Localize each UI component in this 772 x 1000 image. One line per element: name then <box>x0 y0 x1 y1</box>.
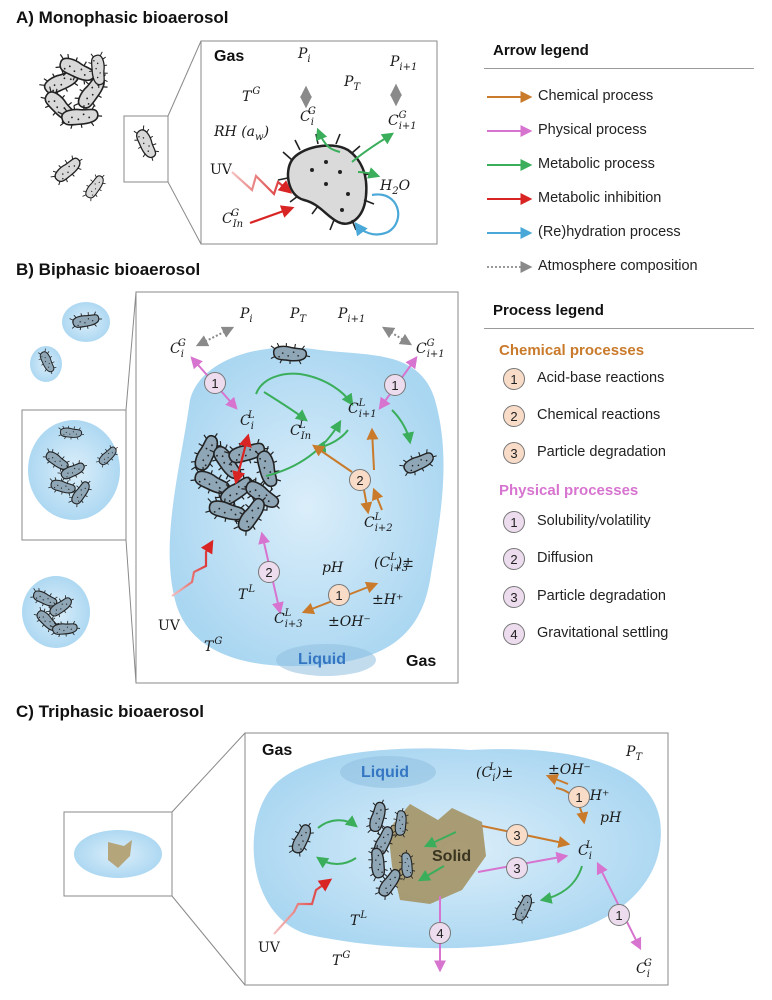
label-c-tl: TL <box>350 910 367 929</box>
chem-item-1: Acid-base reactions <box>537 370 665 386</box>
section-title-c: C) Triphasic bioaerosol <box>16 702 204 721</box>
label-b-tg: TG <box>204 636 223 655</box>
legend-metabolic-process: Metabolic process <box>538 156 655 172</box>
label-b-pi: Pi <box>240 306 253 325</box>
chem-badge-2: 2 <box>503 405 525 427</box>
panel-b <box>21 291 459 684</box>
label-c-tg: TG <box>332 950 351 969</box>
uv-label-b: UV <box>158 618 180 634</box>
badge-b-solubility-right: 1 <box>384 374 406 396</box>
phys-item-4: Gravitational settling <box>537 625 669 641</box>
label-c-cil: CiL <box>578 840 593 862</box>
phys-badge-1: 1 <box>503 511 525 533</box>
legend-chemical-process: Chemical process <box>538 88 654 104</box>
badge-c-solubility: 1 <box>608 904 630 926</box>
label-b-ci3l: Ci+3L <box>274 608 303 630</box>
chem-badge-3: 3 <box>503 442 525 464</box>
label-b-ci1l: Ci+1L <box>348 398 377 420</box>
phase-gas-b: Gas <box>406 653 437 670</box>
uv-label-a: UV <box>210 162 232 178</box>
phys-badge-2: 2 <box>503 548 525 570</box>
label-b-tl: TL <box>238 584 255 603</box>
label-a-h2o: H2O <box>380 178 411 197</box>
label-a-rh: RH (aw) <box>214 124 270 143</box>
badge-c-particle-degradation-phys: 3 <box>506 857 528 879</box>
badge-c-acid-base: 1 <box>568 786 590 808</box>
label-b-hplus: ±H⁺ <box>372 592 404 608</box>
badge-b-chemical-reactions: 2 <box>349 469 371 491</box>
badge-b-diffusion: 2 <box>258 561 280 583</box>
chem-item-2: Chemical reactions <box>537 407 661 423</box>
phase-solid-c: Solid <box>432 848 472 865</box>
phys-badge-3: 3 <box>503 586 525 608</box>
label-a-cing: CInG <box>222 208 244 230</box>
arrow-legend-swatches <box>487 91 533 273</box>
label-b-cig: CiG <box>170 338 186 360</box>
phase-liquid-c: Liquid <box>361 764 409 781</box>
label-c-cilpm: (CiL)± <box>476 762 514 784</box>
phase-gas-a: Gas <box>214 48 245 65</box>
badge-c-gravitational-settling: 4 <box>429 922 451 944</box>
phys-badge-4: 4 <box>503 623 525 645</box>
arrow-legend-title: Arrow legend <box>493 42 589 59</box>
panel-a <box>36 40 438 245</box>
label-a-ptot: PT <box>344 74 361 93</box>
phase-liquid-b: Liquid <box>298 651 346 668</box>
chem-badge-1: 1 <box>503 368 525 390</box>
legend-atmosphere-composition: Atmosphere composition <box>538 258 698 274</box>
label-b-ci3lpm: (Ci+3L)± <box>374 552 414 574</box>
label-a-tg: TG <box>242 86 261 105</box>
label-b-ci1g: Ci+1G <box>416 338 445 360</box>
chem-item-3: Particle degradation <box>537 444 666 460</box>
label-b-cinl: CInL <box>290 420 312 442</box>
legend-physical-process: Physical process <box>538 122 647 138</box>
phys-item-2: Diffusion <box>537 550 594 566</box>
label-b-pi1: Pi+1 <box>338 306 366 325</box>
bacteria-cluster-icon <box>36 50 114 204</box>
uv-label-c: UV <box>258 940 280 956</box>
label-a-ci1g: Ci+1G <box>388 110 417 132</box>
arrow-legend-rule <box>484 68 754 69</box>
label-b-cil: CiL <box>240 410 255 432</box>
physical-processes-heading: Physical processes <box>499 482 639 499</box>
label-c-cig: CiG <box>636 958 652 980</box>
chemical-processes-heading: Chemical processes <box>499 342 645 359</box>
label-b-ci2l: Ci+2L <box>364 512 393 534</box>
label-a-pi: Pi <box>298 46 311 65</box>
label-b-ptot: PT <box>290 306 307 325</box>
label-c-ohminus: ±OH⁻ <box>548 762 591 778</box>
section-title-b: B) Biphasic bioaerosol <box>16 260 201 279</box>
phys-item-3: Particle degradation <box>537 588 666 604</box>
badge-b-solubility-left: 1 <box>204 372 226 394</box>
label-b-ph: pH <box>322 560 344 576</box>
badge-b-acid-base: 1 <box>328 584 350 606</box>
phase-gas-c: Gas <box>262 742 293 759</box>
legend-rehydration-process: (Re)hydration process <box>538 224 681 240</box>
badge-c-particle-degradation-chem: 3 <box>506 824 528 846</box>
zoom-box <box>123 115 169 183</box>
label-a-cig: CiG <box>300 106 316 128</box>
process-legend-rule <box>484 328 754 329</box>
section-title-a: A) Monophasic bioaerosol <box>16 8 229 27</box>
phys-item-1: Solubility/volatility <box>537 513 651 529</box>
panel-c <box>63 732 669 986</box>
label-a-pi1: Pi+1 <box>390 54 418 73</box>
label-c-ptot: PT <box>626 744 643 763</box>
zoom-bacterium-icon <box>128 123 165 165</box>
solid-particle-icon <box>388 804 486 904</box>
label-b-ohminus: ±OH⁻ <box>328 614 371 630</box>
label-c-ph: pH <box>600 810 622 826</box>
process-legend-title: Process legend <box>493 302 604 319</box>
legend-metabolic-inhibition: Metabolic inhibition <box>538 190 662 206</box>
